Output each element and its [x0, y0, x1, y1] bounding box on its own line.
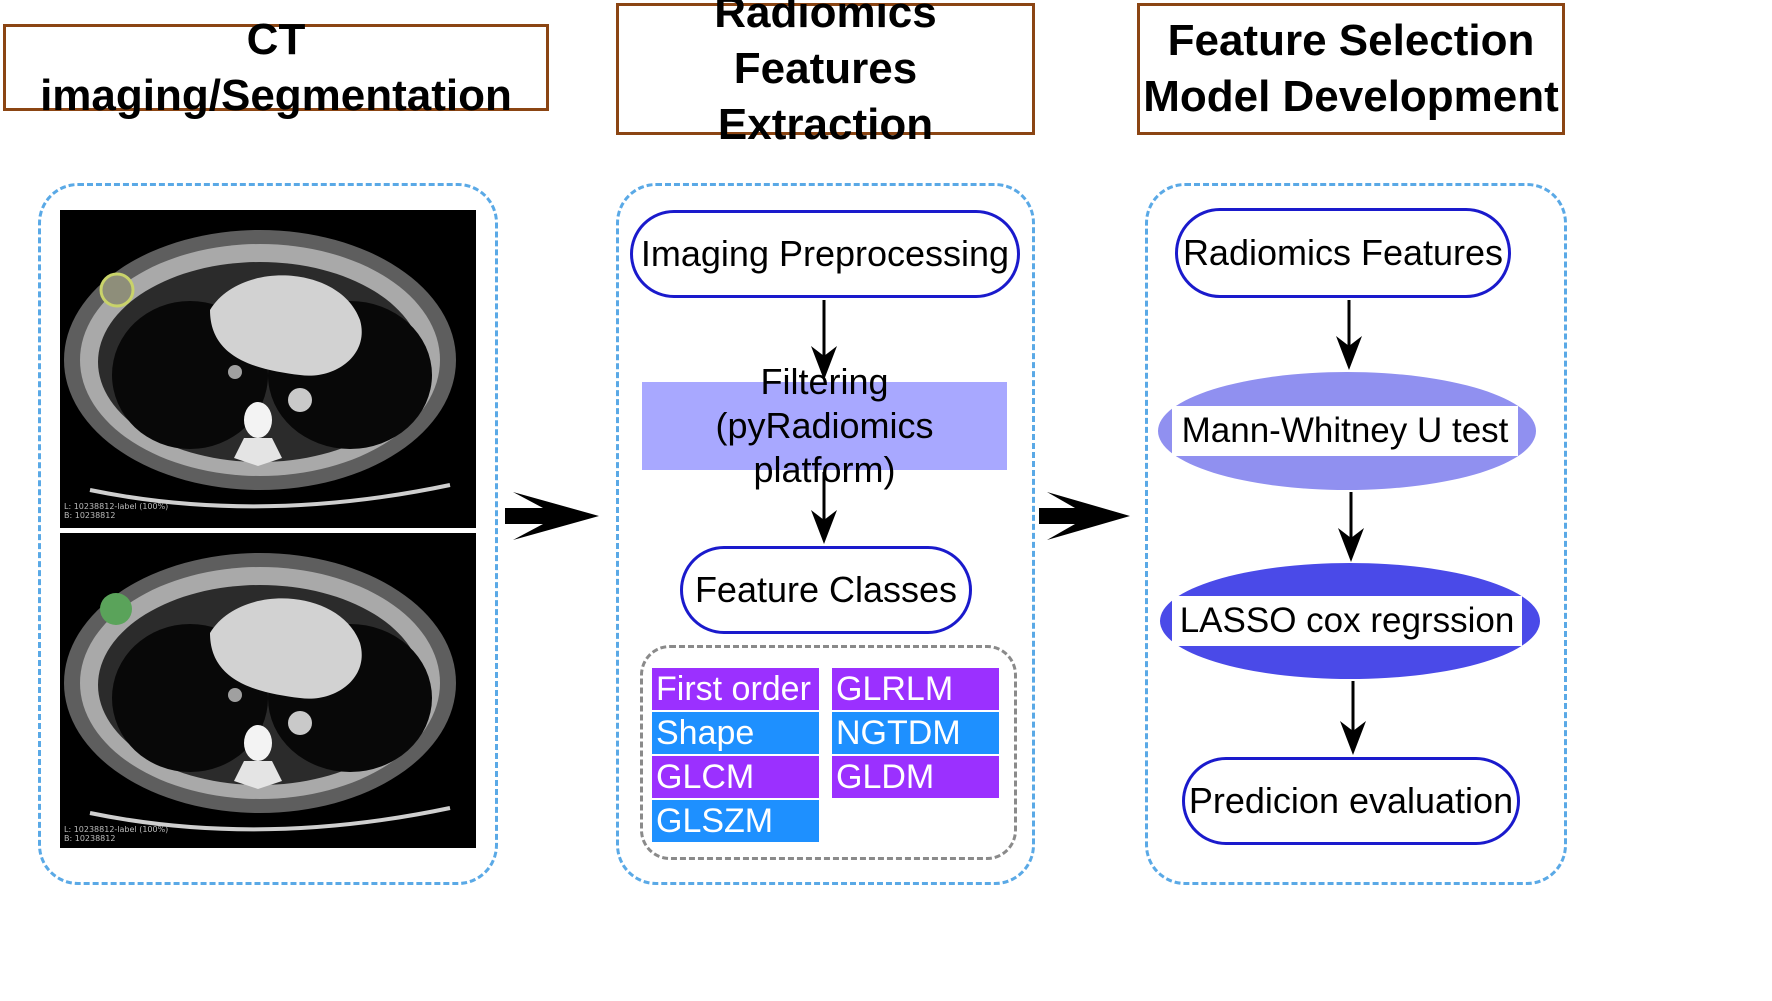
node-radiomics-features: Radiomics Features: [1175, 208, 1511, 298]
header-ct-segmentation: CT imaging/Segmentation: [3, 15, 549, 120]
header-radiomics-extraction: Radiomics Features Extraction: [616, 0, 1035, 149]
ct-bottom-caption: L: 10238812-label (100%) B: 10238812: [64, 825, 169, 843]
arrow-down-icon: [811, 472, 837, 544]
ct-image-bottom: L: 10238812-label (100%) B: 10238812: [60, 533, 476, 848]
arrow-right-icon: [505, 492, 599, 540]
lasso-label: LASSO cox regrssion: [1172, 596, 1522, 646]
mann-whitney-label: Mann-Whitney U test: [1172, 406, 1518, 456]
arrow-down-icon: [1336, 300, 1362, 370]
ct-top-caption: L: 10238812-label (100%) B: 10238812: [64, 502, 169, 520]
arrow-right-icon: [1039, 492, 1130, 540]
arrow-down-icon: [1338, 492, 1364, 562]
node-feature-classes: Feature Classes: [680, 546, 972, 634]
panel-extraction: [616, 183, 1035, 885]
panel-ct-images: [38, 183, 498, 885]
node-imaging-preprocessing: Imaging Preprocessing: [630, 210, 1020, 298]
feature-class-first-order: First order: [652, 668, 819, 710]
feature-class-glcm: GLCM: [652, 756, 819, 798]
node-prediction-evaluation: Predicion evaluation: [1182, 757, 1520, 845]
feature-class-glrlm: GLRLM: [832, 668, 999, 710]
feature-class-gldm: GLDM: [832, 756, 999, 798]
panel-model: [1145, 183, 1567, 885]
feature-classes-group: [640, 645, 1017, 860]
feature-class-ngtdm: NGTDM: [832, 712, 999, 754]
arrow-down-icon: [1340, 681, 1366, 755]
node-filtering: Filtering (pyRadiomics platform): [642, 361, 1007, 490]
header-selection-model: Feature Selection Model Development: [1137, 3, 1565, 135]
ct-image-top: L: 10238812-label (100%) B: 10238812: [60, 210, 476, 528]
feature-class-shape: Shape: [652, 712, 819, 754]
arrow-down-icon: [811, 300, 837, 380]
feature-class-glszm: GLSZM: [652, 800, 819, 842]
